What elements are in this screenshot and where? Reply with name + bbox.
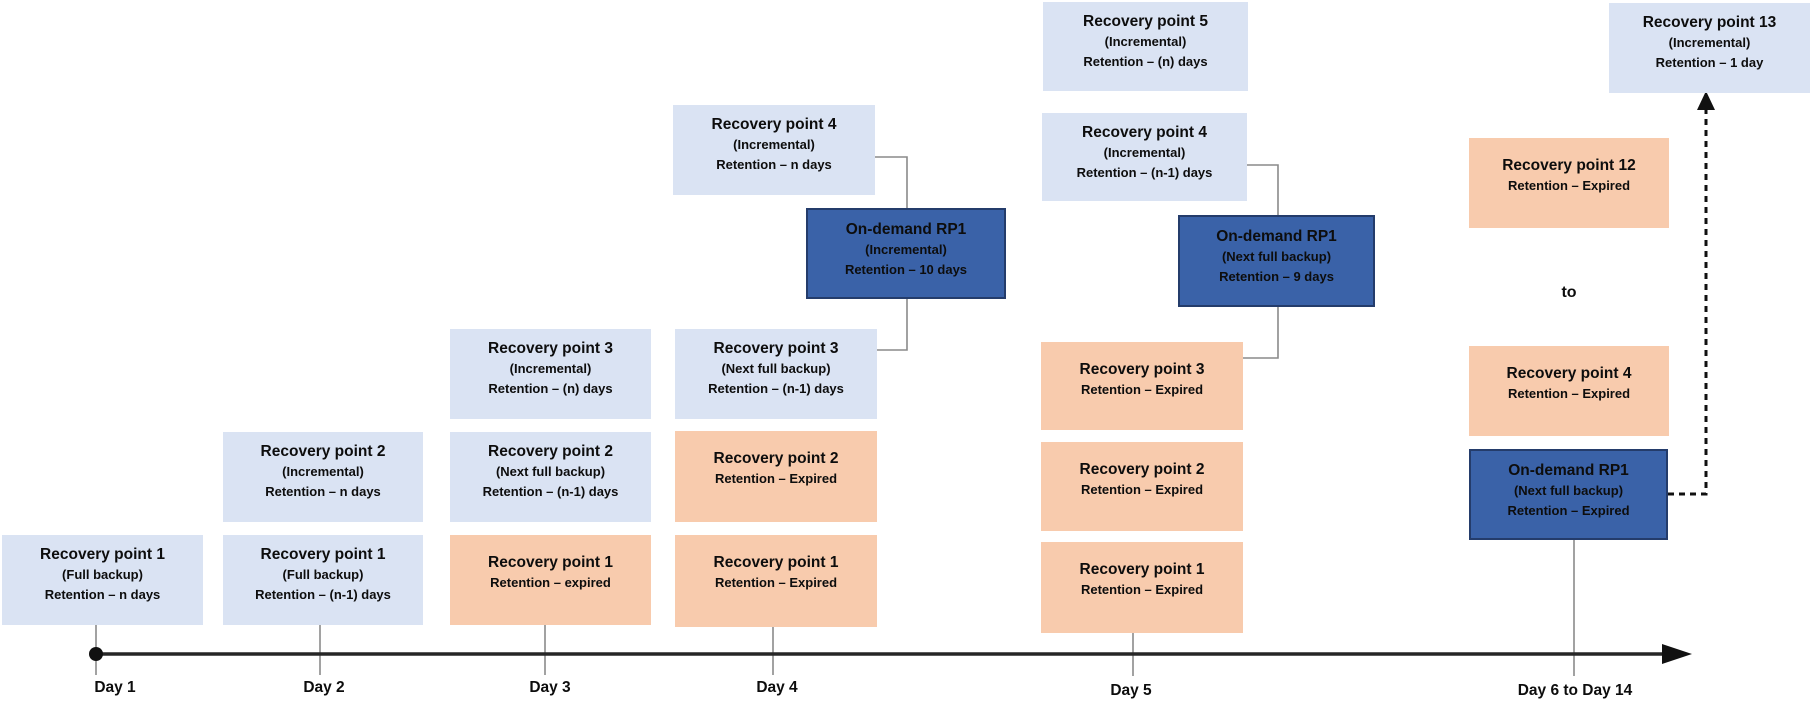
day2-recovery-point-1-box: Recovery point 1 (Full backup) Retention… (223, 535, 423, 625)
day3-recovery-point-2-box: Recovery point 2 (Next full backup) Rete… (450, 432, 651, 522)
box-title: Recovery point 1 (488, 554, 613, 571)
day5-recovery-point-2-box: Recovery point 2 Retention – Expired (1041, 442, 1243, 531)
box-title: Recovery point 1 (40, 546, 165, 563)
timeline-start-dot (89, 647, 103, 661)
box-retention: Retention – (n-1) days (708, 380, 844, 396)
box-title: Recovery point 4 (1082, 124, 1207, 141)
box-title: Recovery point 2 (260, 443, 386, 460)
box-title: Recovery point 12 (1502, 157, 1636, 174)
timeline-label-day3: Day 3 (529, 679, 571, 696)
box-title: Recovery point 1 (260, 546, 386, 563)
day4-ondemand-rp1-box: On-demand RP1 (Incremental) Retention – … (806, 208, 1006, 299)
box-title: Recovery point 2 (1079, 461, 1205, 478)
timeline-label-day1: Day 1 (94, 679, 136, 696)
box-retention: Retention – Expired (1080, 582, 1204, 597)
box-subtitle: (Incremental) (1104, 34, 1187, 49)
box-subtitle: (Next full backup) (495, 464, 606, 479)
box-title: Recovery point 3 (1079, 361, 1205, 378)
box-subtitle: (Full backup) (282, 567, 364, 582)
timeline-label-day5: Day 5 (1110, 682, 1152, 699)
timeline-label-day4: Day 4 (756, 679, 798, 696)
box-retention: Retention – Expired (1507, 386, 1631, 401)
box-subtitle: (Incremental) (1103, 145, 1186, 160)
day5-ondemand-rp1-box: On-demand RP1 (Next full backup) Retenti… (1178, 215, 1375, 307)
timeline-label-day2: Day 2 (303, 679, 345, 696)
box-retention: Retention – 1 day (1655, 54, 1764, 70)
box-title: Recovery point 2 (713, 450, 839, 467)
box-subtitle: (Incremental) (282, 464, 364, 479)
box-retention: Retention – Expired (714, 575, 838, 590)
box-retention: Retention – 9 days (1219, 268, 1334, 284)
box-retention: Retention – (n-1) days (482, 483, 619, 499)
day5-recovery-point-3-box: Recovery point 3 Retention – Expired (1041, 342, 1243, 430)
day5-recovery-point-1-box: Recovery point 1 Retention – Expired (1041, 542, 1243, 633)
day4-recovery-point-3-box: Recovery point 3 (Next full backup) Rete… (675, 329, 877, 419)
day6-recovery-point-13-box: Recovery point 13 (Incremental) Retentio… (1609, 3, 1810, 93)
box-title: Recovery point 4 (1506, 365, 1632, 382)
box-title: Recovery point 4 (711, 116, 837, 133)
box-retention: Retention – 10 days (844, 261, 968, 277)
box-title: On-demand RP1 (1508, 462, 1629, 479)
box-retention: Retention – expired (490, 575, 611, 590)
box-subtitle: (Incremental) (1668, 35, 1751, 50)
box-retention: Retention – Expired (1507, 502, 1630, 518)
box-subtitle: (Incremental) (865, 242, 947, 257)
box-subtitle: (Incremental) (509, 361, 592, 376)
to-label: to (1561, 284, 1577, 301)
day6-recovery-point-12-box: Recovery point 12 Retention – Expired (1469, 138, 1669, 228)
box-retention: Retention – n days (265, 483, 381, 499)
box-retention: Retention – (n) days (488, 380, 613, 396)
day4-recovery-point-2-box: Recovery point 2 Retention – Expired (675, 431, 877, 522)
day5-recovery-point-4-box: Recovery point 4 (Incremental) Retention… (1042, 113, 1247, 201)
box-title: Recovery point 2 (488, 443, 613, 460)
day1-recovery-point-1-box: Recovery point 1 (Full backup) Retention… (2, 535, 203, 625)
day2-recovery-point-2-box: Recovery point 2 (Incremental) Retention… (223, 432, 423, 522)
box-subtitle: (Next full backup) (1221, 249, 1332, 264)
day4-recovery-point-4-box: Recovery point 4 (Incremental) Retention… (673, 105, 875, 195)
box-title: On-demand RP1 (1216, 228, 1337, 245)
day5-recovery-point-5-box: Recovery point 5 (Incremental) Retention… (1043, 2, 1248, 91)
day4-recovery-point-1-box: Recovery point 1 Retention – Expired (675, 535, 877, 627)
timeline-label-day6-14: Day 6 to Day 14 (1517, 682, 1633, 699)
dashed-promote-arrow (1668, 104, 1708, 496)
box-retention: Retention – n days (716, 156, 832, 172)
day3-recovery-point-3-box: Recovery point 3 (Incremental) Retention… (450, 329, 651, 419)
box-retention: Retention – (n-1) days (1076, 164, 1213, 180)
box-title: Recovery point 3 (488, 340, 613, 357)
box-subtitle: (Full backup) (62, 567, 143, 582)
box-retention: Retention – Expired (1507, 178, 1631, 193)
box-title: Recovery point 1 (1079, 561, 1205, 578)
box-retention: Retention – (n-1) days (255, 586, 391, 602)
box-subtitle: (Incremental) (733, 137, 815, 152)
box-title: On-demand RP1 (845, 221, 967, 238)
box-title: Recovery point 5 (1083, 13, 1208, 30)
day6-ondemand-rp1-box: On-demand RP1 (Next full backup) Retenti… (1469, 449, 1668, 540)
box-retention: Retention – Expired (1080, 382, 1204, 397)
dashed-arrowhead-up-icon (1697, 91, 1715, 110)
day3-recovery-point-1-box: Recovery point 1 Retention – expired (450, 535, 651, 625)
box-retention: Retention – (n) days (1083, 53, 1208, 69)
timeline-arrowhead-icon (1662, 644, 1692, 664)
day6-recovery-point-4-box: Recovery point 4 Retention – Expired (1469, 346, 1669, 436)
box-retention: Retention – n days (44, 586, 161, 602)
box-subtitle: (Next full backup) (1513, 483, 1624, 498)
box-subtitle: (Next full backup) (721, 361, 831, 376)
box-title: Recovery point 3 (713, 340, 839, 357)
box-retention: Retention – Expired (714, 471, 838, 486)
box-title: Recovery point 1 (713, 554, 839, 571)
box-retention: Retention – Expired (1080, 482, 1204, 497)
box-title: Recovery point 13 (1642, 14, 1777, 31)
